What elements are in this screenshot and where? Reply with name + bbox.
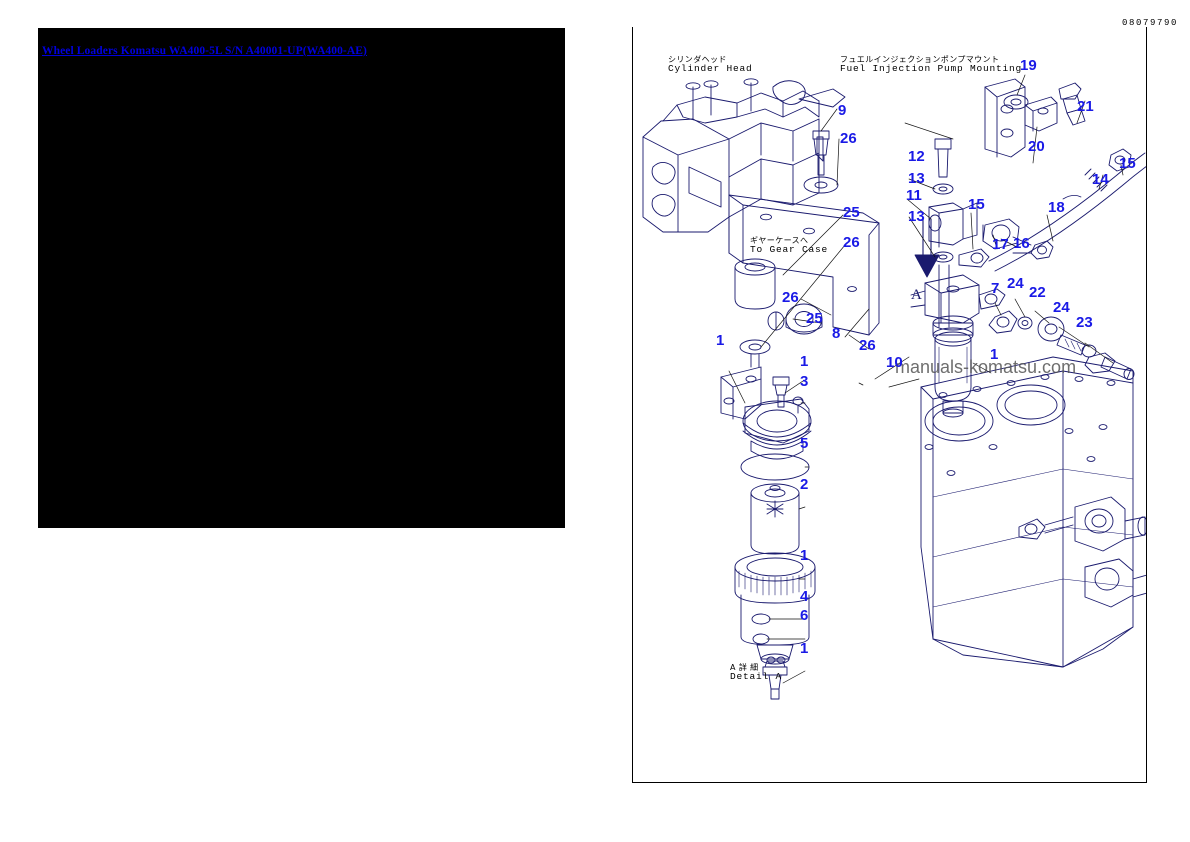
callout-number[interactable]: 15 [1119,155,1136,172]
callout-number[interactable]: 18 [1048,199,1065,216]
caption-jp: フュエルインジェクションポンプマウント [840,55,1000,64]
caption-jp: A 詳 細 [730,663,759,672]
callout-number[interactable]: 3 [800,373,809,390]
callout-number[interactable]: 16 [1013,235,1030,252]
callout-number[interactable]: 12 [908,148,925,165]
detail-a-art [720,366,816,700]
caption-jp: シリンダヘッド [668,55,727,64]
callout-number[interactable]: 20 [1028,138,1045,155]
caption-en: Fuel Injection Pump Mounting [840,63,1023,75]
catalog-title-link[interactable]: Wheel Loaders Komatsu WA400-5L S/N A4000… [42,45,367,57]
callout-number[interactable]: 26 [782,289,799,306]
left-pane: Wheel Loaders Komatsu WA400-5L S/N A4000… [38,28,565,528]
caption-en: Detail A [730,671,783,683]
caption-en: Cylinder Head [668,63,753,75]
callout-number[interactable]: 26 [843,234,860,251]
section-arrow-a [914,218,940,278]
callout-number[interactable]: 1 [990,346,999,363]
callout-number[interactable]: 15 [968,196,985,213]
callout-number[interactable]: 14 [1092,171,1109,188]
callout-number[interactable]: 1 [800,353,809,370]
callout-number[interactable]: 26 [859,337,876,354]
callout-number[interactable]: 26 [840,130,857,147]
callout-number[interactable]: 4 [800,588,809,605]
fuel-hose-art [982,148,1146,272]
callout-number[interactable]: 22 [1029,284,1046,301]
caption-en: To Gear Case [750,244,829,256]
bolt-column-art [928,138,990,328]
pump-mount-art [984,78,1086,158]
callout-number[interactable]: 2 [800,476,809,493]
drawing-number: 08079790 [1121,18,1178,28]
callout-number[interactable]: 6 [800,607,809,624]
callout-number[interactable]: 1 [716,332,725,349]
callout-number[interactable]: 10 [886,354,903,371]
callout-number[interactable]: 11 [906,187,922,204]
callout-number[interactable]: 1 [800,640,809,657]
cylinder-head-art [642,78,846,233]
callout-number[interactable]: 5 [800,435,809,452]
callout-number[interactable]: 1 [800,547,809,564]
media-placeholder[interactable] [38,28,565,528]
diagram-artwork: A [642,74,1146,700]
callout-number[interactable]: 19 [1020,57,1037,74]
bolt-9-art [803,130,839,194]
parts-diagram[interactable]: A [632,27,1147,783]
callout-number[interactable]: 8 [832,325,841,342]
callout-number[interactable]: 25 [806,310,823,327]
callout-number[interactable]: 23 [1076,314,1093,331]
callout-number[interactable]: 21 [1077,98,1094,115]
callout-number[interactable]: 24 [1007,275,1024,292]
engine-block-art [920,356,1146,668]
callout-number[interactable]: 25 [843,204,860,221]
callout-number[interactable]: 17 [992,236,1009,253]
fittings-art [988,310,1135,380]
caption-jp: ギヤーケースへ [750,236,809,245]
callout-number[interactable]: 9 [838,102,847,119]
callout-number[interactable]: 13 [908,170,925,187]
watermark-text: manuals-komatsu.com [895,357,1077,377]
mounting-bracket-art [728,194,880,368]
callout-number[interactable]: 24 [1053,299,1070,316]
callout-number[interactable]: 13 [908,208,925,225]
callout-number[interactable]: 7 [991,280,1000,297]
svg-text:A: A [911,287,922,303]
